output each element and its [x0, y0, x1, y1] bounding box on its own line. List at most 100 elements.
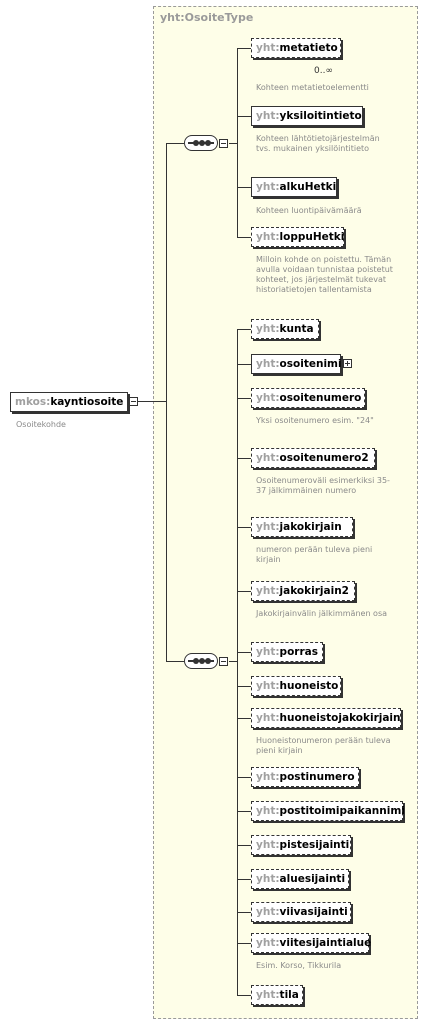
- element-name: porras: [279, 646, 318, 658]
- element-prefix: yht:: [256, 323, 280, 335]
- connector-line: [237, 398, 251, 399]
- element-porras[interactable]: yht:porras: [251, 642, 323, 662]
- complex-type-title: yht:OsoiteType: [160, 11, 254, 24]
- element-prefix: yht:: [256, 231, 280, 243]
- element-tila[interactable]: yht:tila: [251, 985, 303, 1005]
- element-postinumero[interactable]: yht:postinumero: [251, 767, 359, 787]
- element-prefix: yht:: [256, 110, 280, 122]
- element-osoitenimi[interactable]: yht:osoitenimi: [251, 354, 342, 374]
- element-name: huoneistojakokirjain: [279, 712, 401, 724]
- connector-line: [166, 143, 167, 662]
- element-jakokirjain2[interactable]: yht:jakokirjain2: [251, 581, 355, 601]
- element-name: osoitenimi: [279, 358, 342, 370]
- element-name: postitoimipaikannimi: [279, 805, 405, 817]
- connector-line: [237, 48, 238, 238]
- element-name: tila: [279, 989, 299, 1001]
- connector-line: [237, 364, 251, 365]
- element-name: pistesijainti: [279, 839, 350, 851]
- element-name: aluesijainti: [279, 873, 346, 885]
- element-name: loppuHetki: [279, 231, 345, 243]
- root-collapse-icon[interactable]: [129, 397, 138, 406]
- element-prefix: yht:: [256, 42, 280, 54]
- element-documentation: Kohteen metatietoelementti: [256, 83, 369, 92]
- element-name: jakokirjain2: [279, 585, 349, 597]
- element-osoitenumero[interactable]: yht:osoitenumero: [251, 388, 365, 408]
- connector-line: [237, 48, 251, 49]
- collapse-icon[interactable]: [219, 139, 228, 148]
- element-postitoimipaikannimi[interactable]: yht:postitoimipaikannimi: [251, 801, 405, 821]
- element-name: jakokirjain: [279, 521, 342, 533]
- element-huoneisto[interactable]: yht:huoneisto: [251, 676, 341, 696]
- element-viivasijainti[interactable]: yht:viivasijainti: [251, 902, 351, 922]
- element-prefix: yht:: [256, 680, 280, 692]
- element-prefix: yht:: [256, 839, 280, 851]
- element-name: yksiloitintieto: [279, 110, 362, 122]
- element-prefix: mkos:: [15, 396, 51, 408]
- element-prefix: yht:: [256, 906, 280, 918]
- element-yksiloitintieto[interactable]: yht:yksiloitintieto: [251, 106, 363, 126]
- connector-line: [237, 995, 251, 996]
- element-prefix: yht:: [256, 805, 280, 817]
- element-prefix: yht:: [256, 712, 280, 724]
- connector-line: [166, 143, 184, 144]
- connector-line: [237, 943, 251, 944]
- connector-line: [229, 143, 237, 144]
- element-documentation: Osoitenumeroväli esimerkiksi 35-37 jälki…: [256, 476, 390, 495]
- element-prefix: yht:: [256, 937, 280, 949]
- collapse-icon[interactable]: [219, 657, 228, 666]
- element-documentation: Esim. Korso, Tikkurila: [256, 961, 342, 970]
- element-documentation: numeron perään tuleva pieni kirjain: [256, 545, 373, 564]
- element-documentation: Milloin kohde on poistettu. Tämän avulla…: [256, 255, 393, 294]
- element-metatieto[interactable]: yht:metatieto: [251, 38, 341, 58]
- element-prefix: yht:: [256, 646, 280, 658]
- connector-line: [237, 187, 251, 188]
- element-prefix: yht:: [256, 452, 280, 464]
- element-kunta[interactable]: yht:kunta: [251, 319, 319, 339]
- connector-line: [237, 652, 251, 653]
- connector-line: [237, 329, 238, 996]
- connector-line: [237, 237, 251, 238]
- sequence-compositor-2: [184, 653, 218, 669]
- element-documentation: Yksi osoitenumero esim. "24": [256, 416, 374, 425]
- element-prefix: yht:: [256, 392, 280, 404]
- element-jakokirjain[interactable]: yht:jakokirjain: [251, 517, 353, 537]
- element-pistesijainti[interactable]: yht:pistesijainti: [251, 835, 351, 855]
- element-documentation: Osoitekohde: [16, 420, 66, 429]
- connector-line: [237, 879, 251, 880]
- root-element-kayntiosoite[interactable]: mkos:kayntiosoite: [10, 392, 128, 412]
- element-osoitenumero2[interactable]: yht:osoitenumero2: [251, 448, 375, 468]
- element-name: viivasijainti: [279, 906, 348, 918]
- element-documentation: Jakokirjainvälin jälkimmänen osa: [256, 609, 388, 618]
- element-loppuHetki[interactable]: yht:loppuHetki: [251, 227, 344, 247]
- element-viitesijaintialue[interactable]: yht:viitesijaintialue: [251, 933, 372, 953]
- connector-line: [237, 116, 251, 117]
- element-alkuHetki[interactable]: yht:alkuHetki: [251, 177, 337, 197]
- sequence-compositor-1: [184, 135, 218, 151]
- occurrence-label: 0..∞: [314, 66, 333, 76]
- element-prefix: yht:: [256, 358, 280, 370]
- expand-icon[interactable]: [343, 359, 352, 368]
- element-name: huoneisto: [279, 680, 339, 692]
- element-name: viitesijaintialue: [279, 937, 372, 949]
- element-name: alkuHetki: [279, 181, 337, 193]
- element-prefix: yht:: [256, 521, 280, 533]
- connector-line: [237, 458, 251, 459]
- connector-line: [237, 686, 251, 687]
- element-name: metatieto: [279, 42, 338, 54]
- connector-line: [237, 777, 251, 778]
- connector-line: [237, 329, 251, 330]
- element-prefix: yht:: [256, 181, 280, 193]
- element-aluesijainti[interactable]: yht:aluesijainti: [251, 869, 349, 889]
- connector-line: [138, 401, 166, 402]
- element-name: osoitenumero2: [279, 452, 369, 464]
- element-name: postinumero: [279, 771, 355, 783]
- element-documentation: Huoneistonumeron perään tuleva pieni kir…: [256, 736, 391, 755]
- element-name: kayntiosoite: [50, 396, 124, 408]
- element-prefix: yht:: [256, 771, 280, 783]
- element-documentation: Kohteen lähtötietojärjestelmän tvs. muka…: [256, 134, 380, 153]
- element-prefix: yht:: [256, 585, 280, 597]
- connector-line: [237, 591, 251, 592]
- element-huoneistojakokirjain[interactable]: yht:huoneistojakokirjain: [251, 708, 401, 728]
- connector-line: [166, 661, 184, 662]
